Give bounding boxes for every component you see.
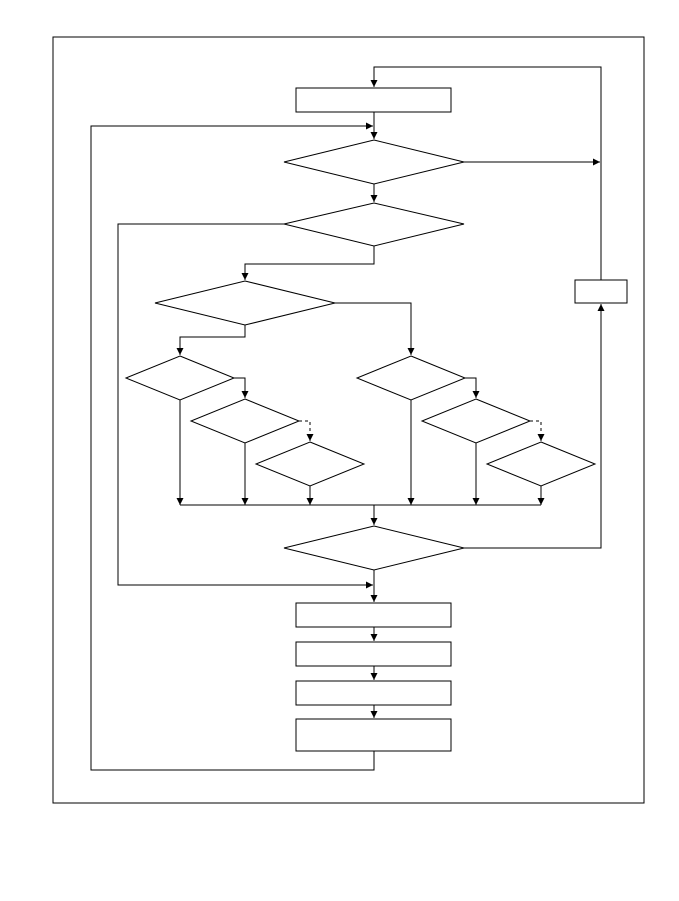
decision-2-diamond: [283, 202, 465, 247]
connector-d3-left: [176, 325, 246, 355]
decision-left-b-diamond: [189, 398, 301, 444]
process-side-box: [574, 279, 628, 304]
connector-dbottom-right: [464, 304, 605, 549]
decision-right-a-diamond: [355, 355, 467, 401]
decision-1-diamond: [283, 139, 465, 185]
connector-d2-bypass: [117, 223, 373, 589]
decision-bottom-diamond: [283, 525, 465, 571]
process-b2-box: [295, 641, 452, 667]
connector-d2-to-d3: [241, 246, 375, 280]
connector-la-to-lb: [234, 377, 249, 398]
process-b3-box: [295, 680, 452, 706]
process-top-box: [295, 87, 452, 113]
connector-lb-to-lc: [299, 420, 314, 441]
process-b1-box: [295, 602, 452, 628]
connector-d3-right: [335, 302, 415, 355]
decision-left-c-diamond: [254, 441, 366, 487]
connector-outer-loop: [90, 122, 375, 771]
nodes: [124, 87, 628, 752]
process-b4-box: [295, 718, 452, 752]
diagram-frame: [52, 36, 645, 804]
connectors: [90, 66, 605, 771]
decision-3-diamond: [154, 280, 336, 326]
connector-rb-to-rc: [530, 420, 545, 441]
connector-side-to-top: [370, 66, 602, 280]
decision-right-c-diamond: [485, 441, 597, 487]
decision-right-b-diamond: [420, 398, 532, 444]
connector-ra-to-rb: [465, 377, 480, 398]
decision-left-a-diamond: [124, 355, 236, 401]
